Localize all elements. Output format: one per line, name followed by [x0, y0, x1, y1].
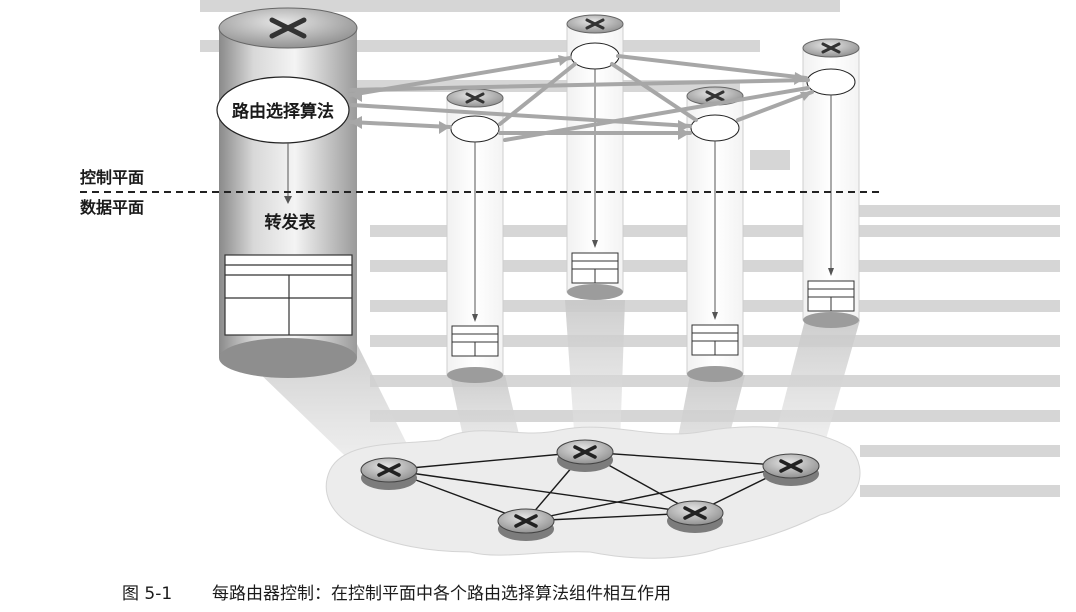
router-cross-icon: [514, 514, 538, 528]
router-cross-icon: [779, 459, 803, 473]
routing-component: [806, 68, 856, 96]
figure-number: 图 5-1: [122, 584, 172, 604]
forwarding-table: [807, 280, 855, 312]
router-cross-icon: [573, 445, 597, 459]
router-3: [566, 14, 624, 300]
router-4: [686, 86, 744, 382]
router-cross-icon: [269, 17, 307, 39]
network-routers: [360, 439, 820, 541]
network-router: [666, 500, 724, 533]
network-router: [360, 457, 418, 490]
figure-caption: 每路由器控制：在控制平面中各个路由选择算法组件相互作用: [212, 584, 671, 604]
forwarding-table: [224, 254, 353, 336]
forwarding-table: [571, 252, 619, 284]
router-cross-icon: [585, 18, 605, 30]
data-plane-label: 数据平面: [80, 198, 144, 217]
routing-algorithm-label: 路由选择算法: [232, 101, 334, 122]
network-router: [762, 453, 820, 486]
router-cross-icon: [705, 90, 725, 102]
routing-component: [690, 114, 740, 142]
router-2: [446, 88, 504, 383]
router-cross-icon: [683, 506, 707, 520]
router-cross-icon: [465, 92, 485, 104]
control-messages: [348, 54, 814, 142]
network-router: [556, 439, 614, 472]
control-message-arrowheads: [350, 55, 812, 140]
network-cloud: [325, 426, 861, 559]
control-plane-label: 控制平面: [80, 168, 144, 187]
network-router: [497, 508, 555, 541]
forwarding-table: [451, 325, 499, 357]
router-cross-icon: [377, 463, 401, 477]
router-cross-icon: [821, 42, 841, 54]
router-5: [802, 38, 860, 328]
routing-component: [450, 115, 500, 143]
forwarding-table: [691, 324, 739, 356]
forwarding-table-label: 转发表: [265, 212, 317, 233]
routing-algorithm-bubble: [216, 76, 350, 144]
